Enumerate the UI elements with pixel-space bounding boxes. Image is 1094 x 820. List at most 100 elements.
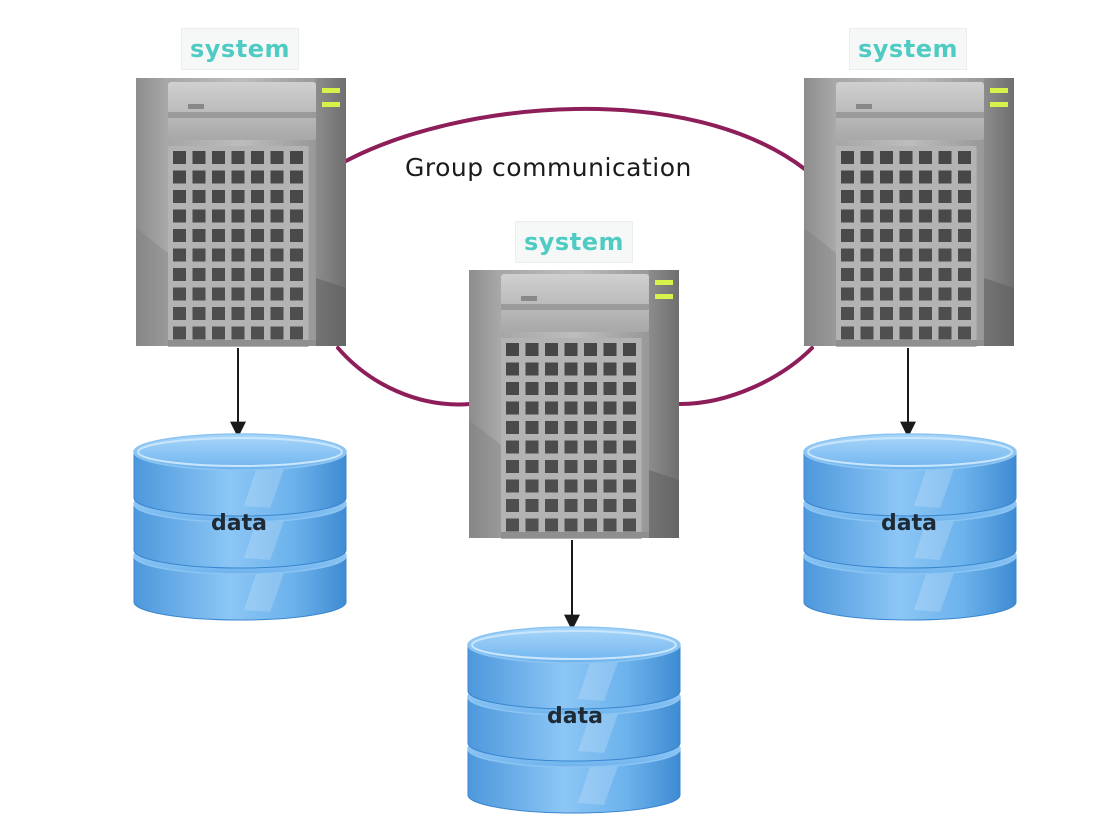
server-vent <box>192 268 206 281</box>
server-vent <box>506 440 519 454</box>
server-vent <box>899 248 913 262</box>
server-vent <box>506 401 519 415</box>
server-vent <box>584 401 597 415</box>
communication-lines <box>336 106 814 407</box>
server-vent <box>958 287 971 301</box>
server-vent <box>251 190 264 203</box>
server-vent <box>564 343 578 356</box>
server-vent <box>841 170 854 184</box>
server-vent <box>506 421 519 434</box>
group-communication-label: Group communication <box>405 153 692 182</box>
server-vent <box>545 362 558 376</box>
server-vent <box>623 518 636 532</box>
server-vent <box>192 190 206 203</box>
server-vent <box>880 209 893 223</box>
server-vent <box>860 307 874 320</box>
server-vent <box>545 421 558 434</box>
server-vent <box>860 190 874 203</box>
server-vent <box>938 307 952 320</box>
data-label-right: data <box>881 511 937 536</box>
server-status-light <box>322 88 340 93</box>
server-vent <box>603 362 617 376</box>
server-vent <box>564 362 578 376</box>
server-vent <box>290 326 303 340</box>
server-vent <box>545 440 558 454</box>
server-vent <box>173 268 186 281</box>
server-vent <box>564 499 578 512</box>
server-vent <box>564 479 578 493</box>
server-vent <box>841 229 854 242</box>
server-vent <box>270 326 284 340</box>
server-vent <box>231 151 245 164</box>
server-bezel-seam <box>501 304 649 310</box>
server-vent <box>192 229 206 242</box>
server-vent <box>958 190 971 203</box>
server-vent <box>525 499 539 512</box>
server-vent <box>880 248 893 262</box>
server-vent <box>270 229 284 242</box>
server-vent <box>212 229 225 242</box>
server-vent <box>603 460 617 473</box>
server-vent <box>270 209 284 223</box>
server-vent <box>860 229 874 242</box>
server-vent <box>623 382 636 395</box>
server-vent <box>173 209 186 223</box>
server-vent <box>525 382 539 395</box>
server-vent <box>623 362 636 376</box>
server-vent <box>880 170 893 184</box>
server-vent <box>251 326 264 340</box>
database-disc-top <box>467 626 681 664</box>
server-vent <box>958 326 971 340</box>
system-label-left: system <box>182 29 298 69</box>
server-vent <box>584 382 597 395</box>
server-shadow <box>649 470 679 538</box>
server-vent <box>841 151 854 164</box>
server-vent <box>623 343 636 356</box>
server-vent <box>899 229 913 242</box>
server-vent <box>938 170 952 184</box>
server-vent <box>270 151 284 164</box>
server-vent <box>860 248 874 262</box>
server-vent <box>584 518 597 532</box>
server-vent <box>270 268 284 281</box>
server-vent <box>212 287 225 301</box>
server-vent <box>958 209 971 223</box>
server-status-light <box>322 102 340 107</box>
server-vent <box>231 248 245 262</box>
server-vent <box>841 248 854 262</box>
data-label-left: data <box>211 511 267 536</box>
server-vent <box>506 479 519 493</box>
server-shadow <box>804 228 836 346</box>
databases <box>133 433 1017 814</box>
server-vent <box>564 382 578 395</box>
server-shadow <box>316 278 346 346</box>
server-vent <box>545 343 558 356</box>
server-center <box>469 270 679 539</box>
server-vent <box>290 209 303 223</box>
server-top-bezel <box>501 274 649 332</box>
servers <box>136 78 1014 539</box>
server-vent <box>212 209 225 223</box>
server-vent <box>173 287 186 301</box>
server-vent <box>584 362 597 376</box>
database-highlight <box>914 510 958 560</box>
server-vent <box>251 248 264 262</box>
server-vent <box>251 209 264 223</box>
communication-line-left-center <box>336 346 472 407</box>
database-disc-top <box>803 433 1017 471</box>
data-label-center: data <box>547 704 603 729</box>
database-disc-top <box>133 433 347 471</box>
server-vent <box>938 151 952 164</box>
server-vent <box>623 440 636 454</box>
server-vent <box>270 307 284 320</box>
server-vent <box>173 326 186 340</box>
server-vent <box>192 307 206 320</box>
server-vent <box>270 287 284 301</box>
server-vent <box>212 248 225 262</box>
server-vent <box>506 499 519 512</box>
server-vent <box>173 151 186 164</box>
server-vent <box>899 287 913 301</box>
server-vent <box>173 190 186 203</box>
server-vent <box>919 170 932 184</box>
